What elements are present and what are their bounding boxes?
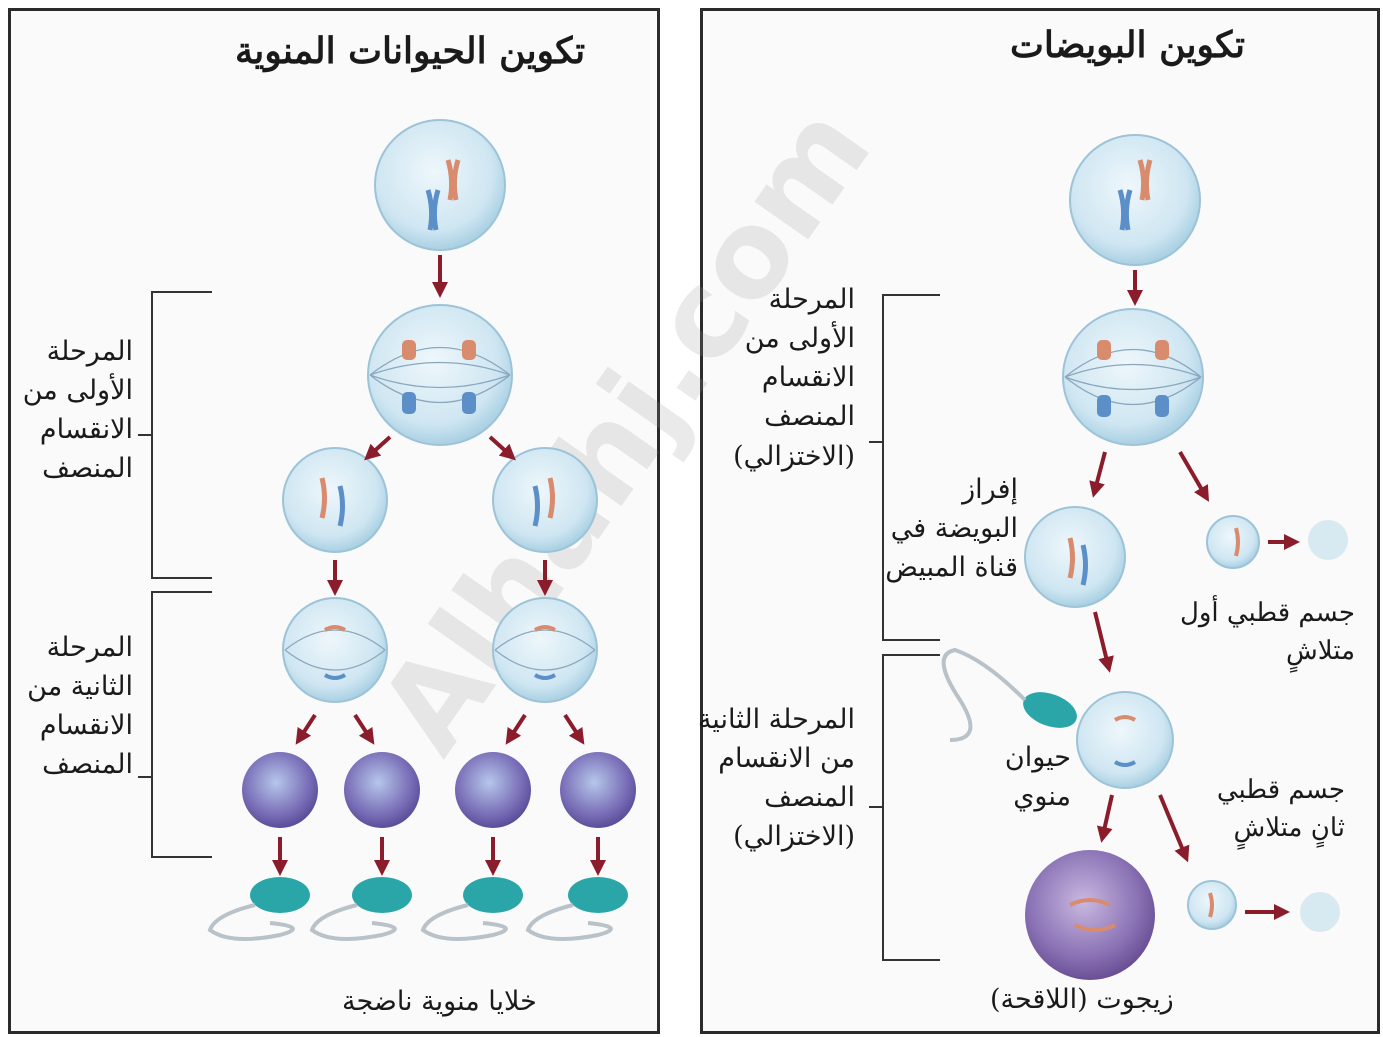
second-polar-body-degenerating [1300, 892, 1340, 932]
zygote-label: زيجوت (اللاقحة) [990, 980, 1174, 1019]
mature-sperm-1 [210, 877, 310, 939]
secondary-oocyte [1025, 507, 1125, 607]
fertilization-cell [1077, 692, 1173, 788]
mature-sperm-3 [423, 877, 523, 939]
spermatid-1 [242, 752, 318, 828]
first-polar-body-label: جسم قطبي أول متلاشٍ [1180, 595, 1355, 670]
secondary-spermatocyte-left [283, 448, 387, 552]
ovulation-label: إفراز البويضة في قناة المبيض [885, 470, 1018, 587]
sperm-label: حيوان منوي [1005, 738, 1071, 816]
oogenesis-brackets [869, 295, 940, 960]
second-polar-body-label: جسم قطبي ثانٍ متلاشٍ [1217, 772, 1345, 847]
spermatid-4 [560, 752, 636, 828]
first-polar-body [1207, 516, 1259, 568]
meiosis2-cell-right [493, 598, 597, 702]
sperm-meiosis1-label: المرحلة الأولى من الانقسام المنصف [23, 332, 133, 489]
meiosis2-cell-left [283, 598, 387, 702]
sperm-entering [944, 650, 1082, 740]
egg-meiosis2-label: المرحلة الثانية من الانقسام المنصف (الاخ… [698, 700, 855, 857]
mature-sperm-group [210, 877, 628, 939]
spermatogenesis-cells [210, 120, 636, 939]
mature-sperm-caption: خلايا منوية ناضجة [342, 982, 537, 1021]
oogenesis-title: تكوين البويضات [1010, 24, 1245, 66]
mature-sperm-4 [528, 877, 628, 939]
spermatid-2 [344, 752, 420, 828]
primary-spermatocyte [375, 120, 505, 250]
spermatogenesis-brackets [138, 292, 212, 857]
spermatid-3 [455, 752, 531, 828]
oocyte-meiosis1-cell [1063, 309, 1203, 445]
first-polar-body-degenerating [1308, 520, 1348, 560]
secondary-spermatocyte-right [493, 448, 597, 552]
spermatogenesis-title: تكوين الحيوانات المنوية [235, 30, 585, 72]
zygote [1025, 850, 1155, 980]
meiosis1-metaphase-cell [368, 305, 512, 445]
primary-oocyte [1070, 135, 1200, 265]
mature-sperm-2 [312, 877, 412, 939]
sperm-meiosis2-label: المرحلة الثانية من الانقسام المنصف [27, 628, 133, 785]
egg-meiosis1-label: المرحلة الأولى من الانقسام المنصف (الاخت… [733, 280, 855, 476]
